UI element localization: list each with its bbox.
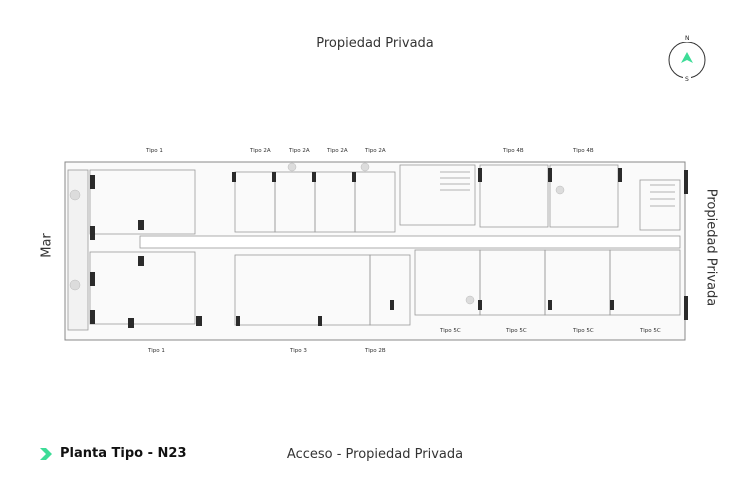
top-boundary-label: Propiedad Privada [316, 36, 434, 51]
unit-label-top: Tipo 2A [365, 148, 386, 154]
compass-south: S [683, 76, 691, 83]
plan-title-text: Planta Tipo - N23 [60, 446, 187, 461]
chevron-logo-icon [40, 447, 52, 460]
unit-label-5c: Tipo 5C [506, 328, 527, 334]
plan-title: Planta Tipo - N23 [40, 446, 187, 461]
unit-label-bottom: Tipo 3 [290, 348, 307, 354]
unit-label-top: Tipo 4B [573, 148, 594, 154]
left-boundary-label: Mar [39, 233, 55, 258]
unit-label-bottom: Tipo 1 [148, 348, 165, 354]
compass: N S [665, 35, 709, 83]
unit-label-top: Tipo 1 [146, 148, 163, 154]
compass-north: N [683, 35, 692, 42]
unit-label-5c: Tipo 5C [640, 328, 661, 334]
unit-label-bottom: Tipo 2B [365, 348, 386, 354]
right-boundary-label: Propiedad Privada [703, 188, 719, 307]
unit-label-top: Tipo 2A [289, 148, 310, 154]
unit-label-5c: Tipo 5C [573, 328, 594, 334]
unit-label-5c: Tipo 5C [440, 328, 461, 334]
unit-label-top: Tipo 2A [327, 148, 348, 154]
unit-label-top: Tipo 2A [250, 148, 271, 154]
bottom-boundary-label: Acceso - Propiedad Privada [286, 447, 464, 462]
unit-label-top: Tipo 4B [503, 148, 524, 154]
